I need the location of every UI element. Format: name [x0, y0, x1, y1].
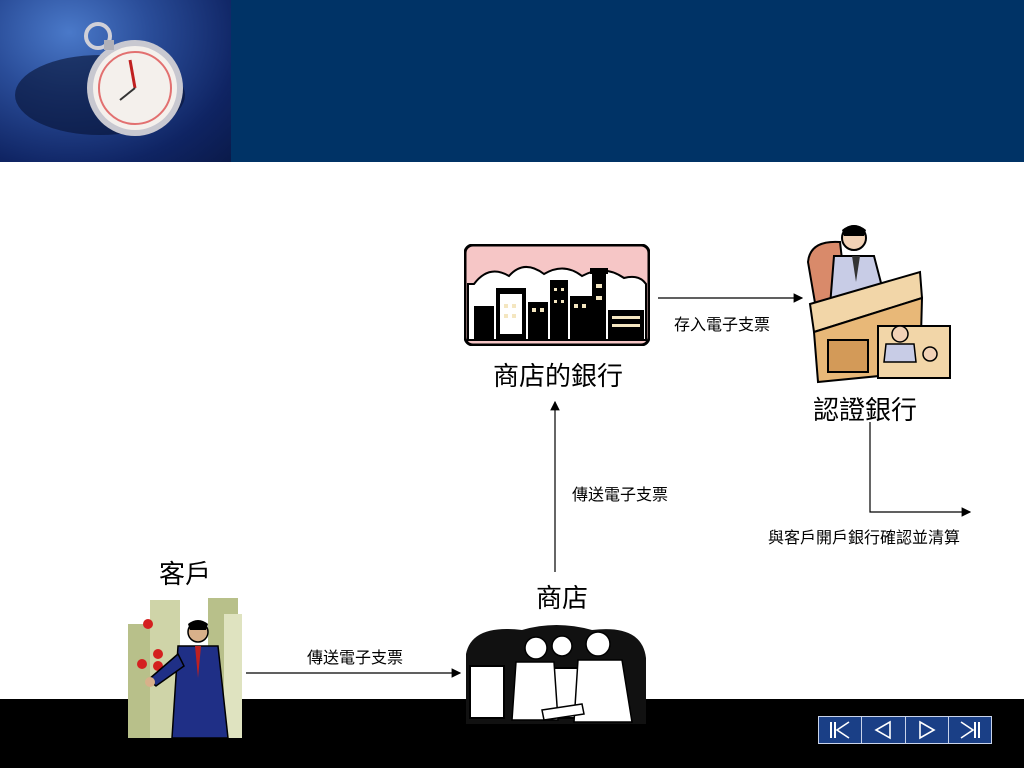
first-slide-icon	[830, 721, 850, 739]
node-label-store-bank: 商店的銀行	[493, 362, 624, 392]
previous-slide-button[interactable]	[862, 717, 906, 743]
node-label-store: 商店	[536, 584, 589, 614]
slide-navigation	[818, 716, 992, 744]
previous-slide-icon	[874, 720, 892, 740]
node-label-customer: 客戶	[159, 560, 212, 590]
node-label-cert-bank: 認證銀行	[813, 396, 918, 426]
last-slide-button[interactable]	[949, 717, 991, 743]
city-bank-icon	[463, 243, 651, 347]
store-handshake-icon	[462, 624, 650, 724]
stopwatch-image	[0, 0, 231, 162]
edge-label-bank-to-cert: 存入電子支票	[674, 315, 771, 334]
customer-juggler-icon	[128, 594, 244, 739]
arrow-cert-clearing	[869, 422, 972, 517]
edge-label-store-to-bank: 傳送電子支票	[572, 485, 669, 504]
edge-label-customer-to-store: 傳送電子支票	[307, 648, 404, 667]
last-slide-icon	[960, 721, 980, 739]
banker-at-desk-icon	[800, 222, 956, 386]
edge-label-cert-clearing: 與客戶開戶銀行確認並清算	[768, 528, 961, 547]
first-slide-button[interactable]	[819, 717, 863, 743]
next-slide-icon	[918, 720, 936, 740]
next-slide-button[interactable]	[906, 717, 949, 743]
